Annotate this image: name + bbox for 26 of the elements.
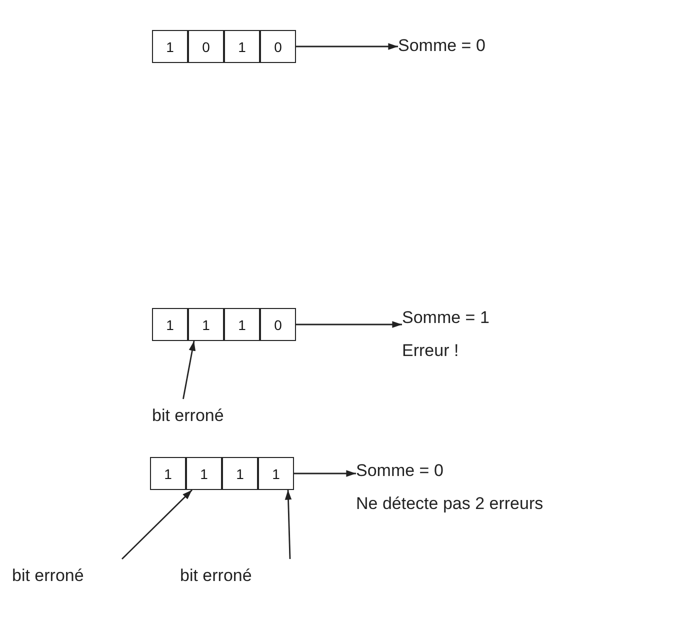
leader-line xyxy=(182,340,196,400)
annotation-text: Somme = 0 xyxy=(398,29,538,62)
arrow xyxy=(296,43,398,50)
result-text: Erreur ! xyxy=(402,340,460,362)
leader-line xyxy=(284,490,292,560)
annotation-text: bit erroné xyxy=(152,399,262,432)
annotation-text: bit erroné xyxy=(12,559,122,592)
result-text: Ne détecte pas 2 erreurs xyxy=(356,493,544,515)
bit-cell: 1 xyxy=(152,30,188,63)
bit-cell: 1 xyxy=(258,457,294,490)
bit-cell: 0 xyxy=(188,30,224,63)
bit-cell: 1 xyxy=(224,308,260,341)
bit-cell: 1 xyxy=(150,457,186,490)
bit-cell: 1 xyxy=(222,457,258,490)
result-text: Somme = 0 xyxy=(356,460,444,482)
bit-cell: 1 xyxy=(224,30,260,63)
bit-cell: 0 xyxy=(260,308,296,341)
bit-cell: 1 xyxy=(152,308,188,341)
leader-line xyxy=(122,490,192,560)
bit-cell: 1 xyxy=(186,457,222,490)
bit-cell: 1 xyxy=(188,308,224,341)
result-text: Somme = 1 xyxy=(402,307,490,329)
arrow xyxy=(294,470,356,477)
bit-cell: 0 xyxy=(260,30,296,63)
arrow xyxy=(296,321,402,328)
annotation-text: bit erroné xyxy=(180,559,290,592)
